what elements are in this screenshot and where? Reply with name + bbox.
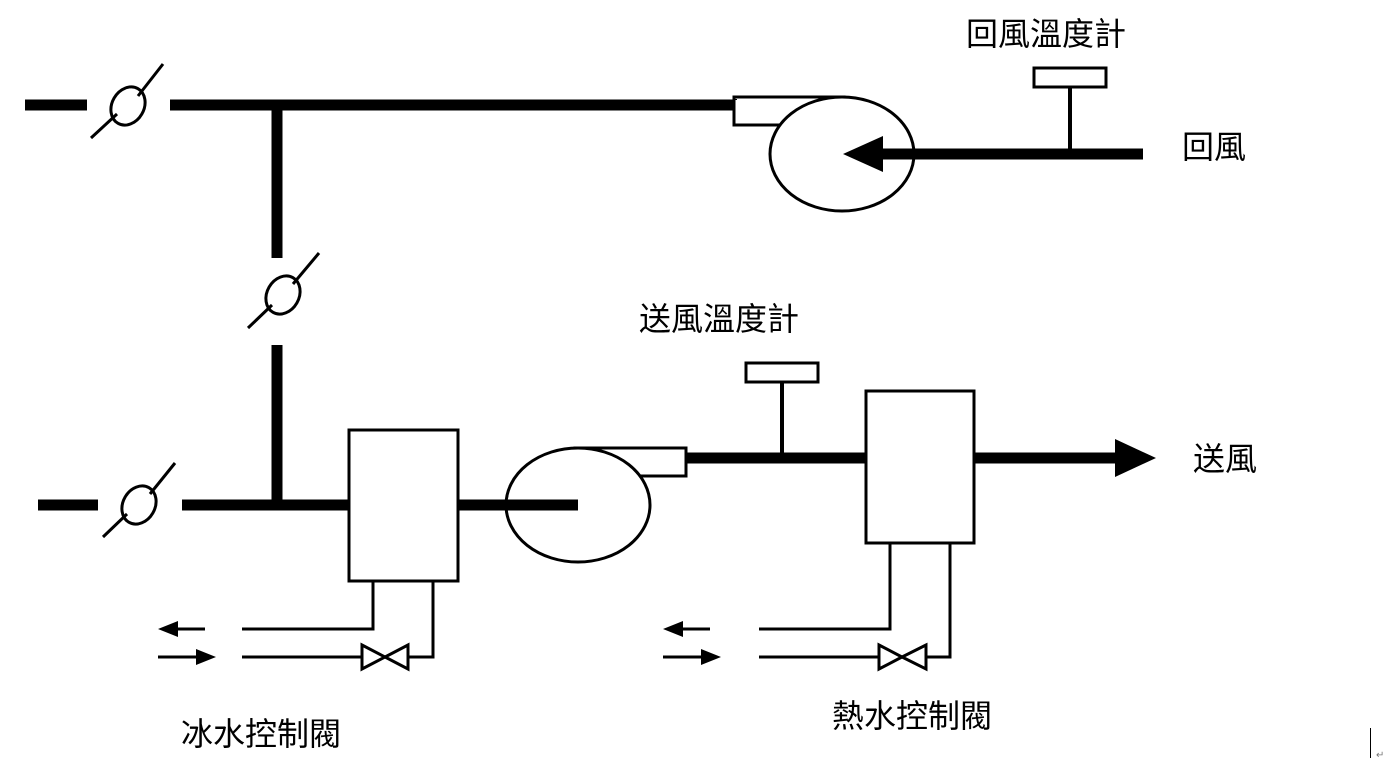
supply-air-thermometer <box>744 361 820 455</box>
return-fan <box>732 95 916 213</box>
damper-stem <box>101 512 129 539</box>
damper-stem <box>246 303 274 330</box>
hot-water-piping <box>663 543 952 672</box>
thermometer-head-icon <box>1032 66 1108 89</box>
return-air-thermometer <box>1032 66 1108 150</box>
hot-water-valve-icon <box>877 642 928 672</box>
hot-water-in-arrow-icon <box>701 649 721 665</box>
hot-water-return-pipe <box>759 543 892 631</box>
return-air-label: 回風 <box>1182 128 1246 166</box>
chilled-water-valve-icon <box>360 642 410 672</box>
damper-stem <box>291 252 321 285</box>
chilled-water-valve-label: 冰水控制閥 <box>181 715 341 753</box>
return-air-arrow-icon <box>843 136 883 172</box>
hot-water-out-arrow-icon <box>663 621 683 637</box>
text-cursor <box>1370 728 1371 758</box>
paragraph-mark-icon: ↵ <box>1376 750 1385 761</box>
return-air-inlet <box>843 136 1143 172</box>
heating-coil <box>864 389 976 545</box>
return-air-duct <box>25 99 735 510</box>
thermometer-head-icon <box>744 361 820 384</box>
exhaust-damper <box>89 63 165 140</box>
outdoor-air-damper <box>101 462 177 539</box>
chilled-water-supply-pipe-upper <box>408 581 435 659</box>
supply-air-label: 送風 <box>1193 440 1257 478</box>
damper-blade-icon <box>264 274 302 316</box>
supply-fan <box>504 446 688 564</box>
supply-air-arrow-icon <box>1115 439 1156 477</box>
supply-air-thermometer-label: 送風溫度計 <box>639 300 799 338</box>
mixing-damper <box>246 252 321 330</box>
damper-stem <box>148 462 177 495</box>
hot-water-supply-pipe-upper <box>926 543 952 659</box>
hot-water-valve-label: 熱水控制閥 <box>832 697 992 735</box>
chilled-water-return-pipe <box>242 581 375 631</box>
chilled-water-out-arrow-icon <box>158 621 178 637</box>
damper-blade-icon <box>109 85 147 127</box>
chilled-water-in-arrow-icon <box>196 649 216 665</box>
damper-blade-icon <box>120 484 158 526</box>
damper-stem <box>89 112 119 140</box>
chilled-water-piping <box>158 581 435 672</box>
damper-stem <box>136 63 165 97</box>
return-air-thermometer-label: 回風溫度計 <box>966 15 1126 53</box>
cooling-coil <box>347 428 460 583</box>
